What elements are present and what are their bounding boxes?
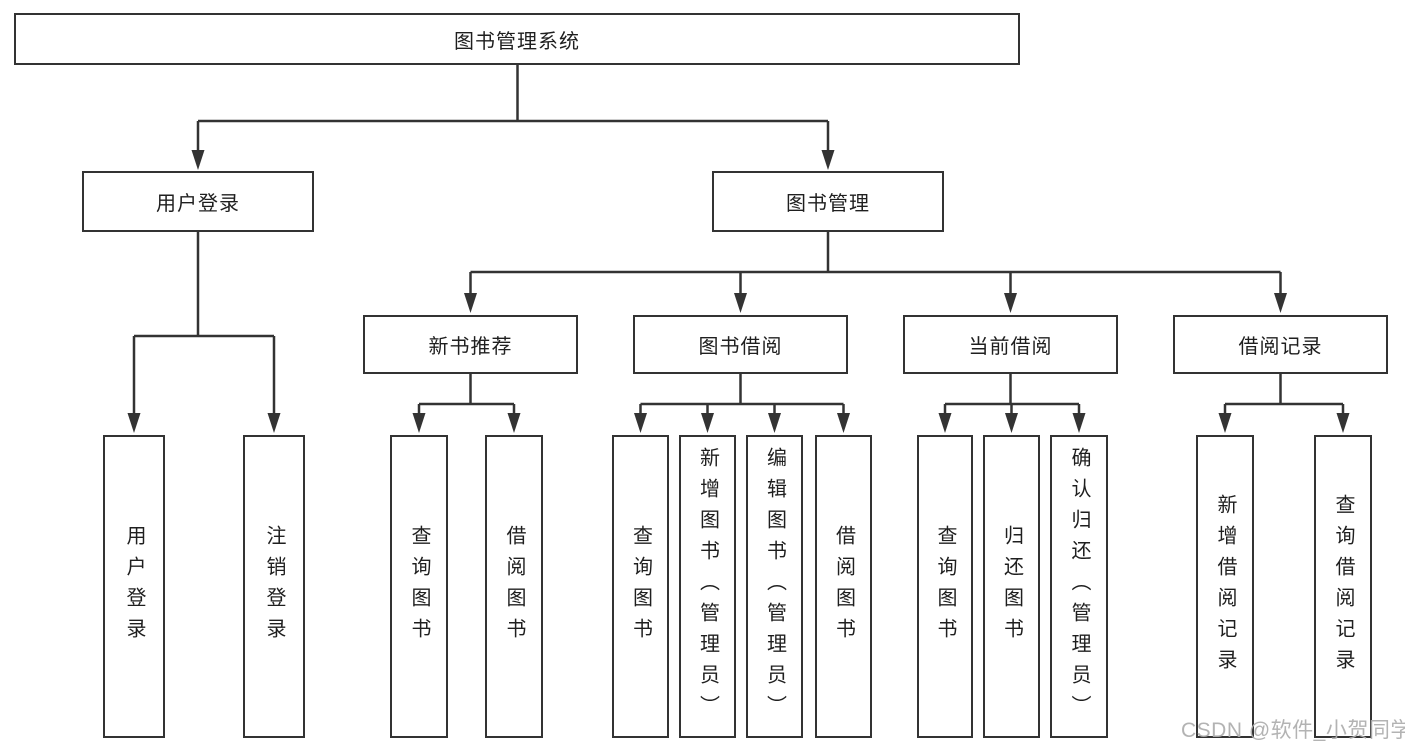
node-borrow-records-label: 借阅记录 — [1238, 336, 1323, 358]
arrowhead — [127, 413, 141, 433]
arrowhead — [1218, 413, 1232, 433]
leaf-records-query-record: 查询借阅记录 — [1314, 435, 1372, 738]
leaf-current-confirm-return-admin: 确认归还（管理员） — [1050, 435, 1108, 738]
arrowhead — [768, 413, 781, 433]
arrowhead — [412, 413, 426, 433]
leaf-borrow-add-books-admin: 新增图书（管理员） — [679, 435, 736, 738]
arrowhead — [634, 413, 647, 433]
leaf-logout: 注销登录 — [243, 435, 305, 738]
leaf-borrow-query-books: 查询图书 — [612, 435, 669, 738]
node-user-login: 用户登录 — [82, 171, 314, 232]
leaf-current-return-books: 归还图书 — [983, 435, 1040, 738]
arrowhead — [1005, 413, 1018, 433]
arrowhead — [734, 293, 747, 313]
leaf-records-query-record-label: 查询借阅记录 — [1332, 493, 1354, 680]
node-book-management-label: 图书管理 — [786, 193, 870, 215]
node-user-login-label: 用户登录 — [156, 193, 240, 215]
leaf-recommend-borrow-books: 借阅图书 — [485, 435, 543, 738]
leaf-current-query-books-label: 查询图书 — [934, 524, 956, 649]
csdn-watermark: CSDN @软件_小贺同学 — [1181, 719, 1405, 742]
node-borrow-records: 借阅记录 — [1173, 315, 1388, 374]
arrowhead — [938, 413, 952, 433]
connector-root-to-level2 — [191, 65, 835, 170]
leaf-current-confirm-return-admin-label: 确认归还（管理员） — [1068, 447, 1090, 726]
arrowhead — [701, 413, 714, 433]
arrowhead — [837, 413, 850, 433]
arrowhead — [821, 150, 835, 170]
node-new-book-recommend: 新书推荐 — [363, 315, 578, 374]
node-root: 图书管理系统 — [14, 13, 1020, 65]
node-book-management: 图书管理 — [712, 171, 944, 232]
node-new-book-recommend-label: 新书推荐 — [428, 336, 513, 358]
arrowhead — [267, 413, 281, 433]
connector-book-management-children — [464, 232, 1287, 313]
leaf-borrow-borrow-books-label: 借阅图书 — [832, 524, 855, 649]
arrowhead — [1336, 413, 1350, 433]
arrowhead — [1072, 413, 1086, 433]
node-book-borrow: 图书借阅 — [633, 315, 848, 374]
leaf-user-login: 用户登录 — [103, 435, 165, 738]
leaf-user-login-label: 用户登录 — [123, 524, 145, 649]
arrowhead — [191, 150, 205, 170]
connector-borrow-records-children — [1218, 374, 1350, 433]
leaf-recommend-query-books-label: 查询图书 — [408, 524, 430, 649]
leaf-borrow-edit-books-admin: 编辑图书（管理员） — [746, 435, 803, 738]
leaf-records-add-record-label: 新增借阅记录 — [1214, 493, 1236, 680]
arrowhead — [464, 293, 477, 313]
connector-user-login-children — [127, 232, 281, 433]
leaf-recommend-query-books: 查询图书 — [390, 435, 448, 738]
node-current-borrow-label: 当前借阅 — [968, 336, 1053, 358]
arrowhead — [1274, 293, 1287, 313]
node-root-label: 图书管理系统 — [454, 30, 580, 53]
leaf-borrow-edit-books-admin-label: 编辑图书（管理员） — [763, 447, 786, 726]
connector-book-borrow-children — [634, 374, 850, 433]
leaf-current-query-books: 查询图书 — [917, 435, 973, 738]
leaf-recommend-borrow-books-label: 借阅图书 — [503, 524, 525, 649]
node-current-borrow: 当前借阅 — [903, 315, 1118, 374]
connector-new-book-recommend-children — [412, 374, 521, 433]
arrowhead — [1004, 293, 1017, 313]
leaf-borrow-query-books-label: 查询图书 — [629, 524, 652, 649]
connector-current-borrow-children — [938, 374, 1086, 433]
node-book-borrow-label: 图书借阅 — [698, 336, 783, 358]
leaf-logout-label: 注销登录 — [263, 524, 285, 649]
arrowhead — [507, 413, 521, 433]
leaf-borrow-add-books-admin-label: 新增图书（管理员） — [696, 447, 719, 726]
leaf-current-return-books-label: 归还图书 — [1000, 524, 1023, 649]
leaf-borrow-borrow-books: 借阅图书 — [815, 435, 872, 738]
leaf-records-add-record: 新增借阅记录 — [1196, 435, 1254, 738]
